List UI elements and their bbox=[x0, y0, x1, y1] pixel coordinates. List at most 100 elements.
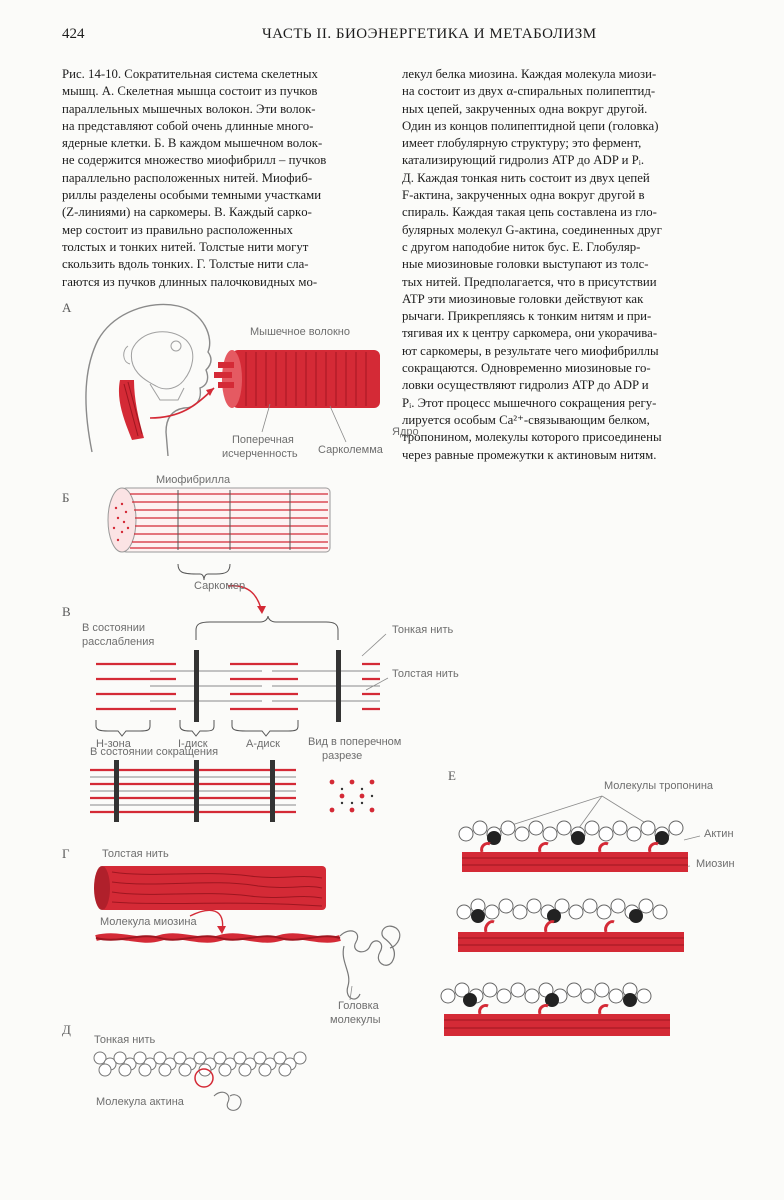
actin-e-label: Актин bbox=[704, 828, 734, 840]
caption-line: булярных молекул G-актина, соединенных д… bbox=[402, 222, 662, 237]
arrow-head bbox=[206, 388, 214, 396]
caption-line: мер состоит из правильно расположенных bbox=[62, 222, 293, 237]
sarcomere-brace bbox=[177, 563, 231, 581]
caption-line: толстых и тонких нитей. Толстые нити мог… bbox=[62, 239, 309, 254]
panel-e-letter: Е bbox=[448, 768, 456, 783]
sarcomere-arrow-head bbox=[257, 606, 266, 614]
running-title: ЧАСТЬ II. БИОЭНЕРГЕТИКА И МЕТАБОЛИЗМ bbox=[262, 26, 597, 42]
caption-line: сокращаются. Одновременно миозиновые го- bbox=[402, 361, 651, 376]
z-line bbox=[114, 760, 119, 822]
caption-line: Pᵢ. Этот процесс мышечного сокращения ре… bbox=[402, 395, 657, 410]
caption-line: риллы разделены особыми темными участкам… bbox=[62, 188, 322, 203]
caption-line: ют саркомеры, в результате чего миофибри… bbox=[402, 343, 659, 358]
caption-line: тягивая их к центру саркомера, они укора… bbox=[402, 326, 658, 341]
sliding-row-3 bbox=[440, 982, 670, 1036]
sliding-row-1 bbox=[458, 820, 688, 872]
ear-sketch bbox=[123, 345, 131, 365]
troponin-dot bbox=[623, 993, 637, 1007]
panel-a-letter: А bbox=[62, 300, 72, 315]
caption-line: гаются из пучков длинных палочковидных м… bbox=[62, 274, 318, 289]
sarcolemma-label: Сарколемма bbox=[318, 444, 383, 456]
myofibril-cylinder bbox=[107, 487, 331, 553]
caption-line: спираль. Каждая такая цепь составлена из… bbox=[402, 205, 657, 220]
striation-label-2: исчерченность bbox=[222, 448, 298, 460]
myosin-arrow-head bbox=[217, 926, 226, 934]
caption-line: через равные промежутки к актиновым нитя… bbox=[402, 447, 657, 462]
actin-highlight-ring bbox=[194, 1068, 214, 1088]
h-zone-label: H-зона bbox=[96, 738, 131, 750]
panel-g-letter: Г bbox=[62, 846, 70, 861]
h-zone-brace bbox=[95, 720, 151, 737]
cross-section-label-1: Вид в поперечном bbox=[308, 736, 402, 748]
thick-leader bbox=[365, 677, 389, 691]
caption-right-column: лекул белка миозина. Каждая молекула мио… bbox=[402, 66, 732, 464]
muscle-fiber-label: Мышечное волокно bbox=[250, 326, 351, 338]
caption-line: ных цепей, закрученных одна вокруг друго… bbox=[402, 101, 648, 116]
myosin-molecule-label: Молекула миозина bbox=[100, 916, 197, 928]
troponin-dot bbox=[545, 993, 559, 1007]
caption-line: тых нитей. Предполагается, что в присутс… bbox=[402, 274, 657, 289]
thick-filament bbox=[94, 866, 326, 910]
relaxed-brace bbox=[195, 615, 339, 640]
troponin-dot bbox=[463, 993, 477, 1007]
myosin-e-label: Миозин bbox=[696, 858, 735, 870]
actin-squiggle bbox=[213, 1091, 242, 1111]
caption-left-column: Рис. 14-10. Сократительная система скеле… bbox=[62, 66, 380, 291]
sarcolemma-leader bbox=[329, 405, 347, 443]
caption-line: ные миозиновые головки выступают из толс… bbox=[402, 257, 649, 272]
striation-leader bbox=[261, 403, 271, 433]
eye-sketch bbox=[170, 340, 182, 352]
i-band-label: I-диск bbox=[178, 738, 208, 750]
z-line bbox=[194, 760, 199, 822]
caption-line: Рис. 14-10. Сократительная система скеле… bbox=[62, 67, 318, 81]
jaw-sketch bbox=[149, 383, 185, 401]
thick-filament-g-label: Толстая нить bbox=[102, 848, 169, 860]
actin-leader bbox=[683, 835, 701, 841]
z-line bbox=[336, 650, 341, 722]
i-band-brace bbox=[179, 720, 215, 737]
panel-b-letter: Б bbox=[62, 490, 70, 505]
thin-leader bbox=[361, 633, 387, 657]
thick-filament-label: Толстая нить bbox=[392, 668, 459, 680]
contracted-label: В состоянии сокращения bbox=[90, 746, 219, 758]
caption-line: на представляют собой очень длинные мног… bbox=[62, 118, 314, 133]
sarcomere-label: Саркомер bbox=[194, 580, 246, 592]
a-band-brace bbox=[231, 720, 299, 737]
relaxed-sarcomere bbox=[96, 650, 380, 722]
troponin-dot bbox=[629, 909, 643, 923]
troponin-dot bbox=[487, 831, 501, 845]
myosin-head-label-1: Головка bbox=[338, 1000, 379, 1012]
a-band-label: A-диск bbox=[246, 738, 280, 750]
caption-line: тропонином, молекулы которого присоедине… bbox=[402, 430, 662, 445]
panel-v-letter: В bbox=[62, 604, 71, 619]
caption-line: параллельных мышечных волокон. Эти волок… bbox=[62, 101, 316, 116]
caption-line: имеет глобулярную структуру; это фермент… bbox=[402, 136, 642, 151]
troponin-dot bbox=[571, 831, 585, 845]
caption-line: ядерные клетки. Б. В каждом мышечном вол… bbox=[62, 136, 323, 151]
muscle-fiber bbox=[214, 350, 380, 408]
myofibril-label: Миофибрилла bbox=[156, 474, 231, 486]
thin-filament-d-label: Тонкая нить bbox=[94, 1034, 156, 1046]
page-number: 424 bbox=[62, 26, 85, 42]
striation-label-1: Поперечная bbox=[232, 434, 294, 446]
troponin-dot bbox=[471, 909, 485, 923]
caption-line: лекул белка миозина. Каждая молекула мио… bbox=[402, 67, 657, 81]
z-line bbox=[270, 760, 275, 822]
caption-line: ловки осуществляют гидролиз ATP до ADP и bbox=[402, 378, 649, 393]
actin-molecule-label: Молекула актина bbox=[96, 1096, 184, 1108]
cross-section-dots bbox=[329, 779, 375, 813]
caption-line: мышц. А. Скелетная мышца состоит из пучк… bbox=[62, 84, 318, 99]
actin-bead-chain bbox=[93, 1051, 307, 1077]
troponin-dot bbox=[655, 831, 669, 845]
caption-line: рычаги. Прикрепляясь к тонким нитям и пр… bbox=[402, 309, 652, 324]
thin-filament-label: Тонкая нить bbox=[392, 624, 454, 636]
caption-line: ATP эти миозиновые головки действуют как bbox=[402, 291, 644, 306]
caption-line: Один из концов полипептидной цепи (голов… bbox=[402, 118, 659, 133]
neck-muscle-stripe bbox=[123, 381, 143, 437]
